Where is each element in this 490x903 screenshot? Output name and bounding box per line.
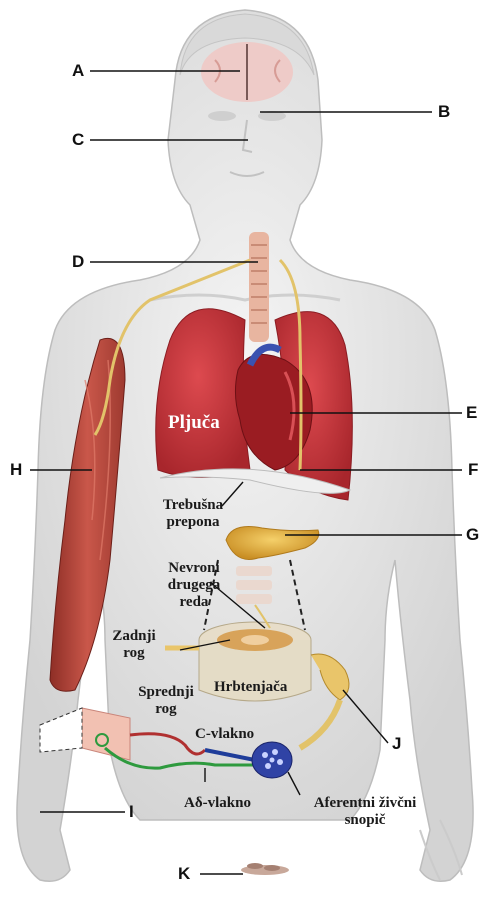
label-aferentni-snopic: Aferentni živčni snopič	[300, 795, 430, 829]
cell-cluster	[241, 863, 289, 875]
marker-d: D	[72, 252, 84, 272]
label-line: reda	[158, 594, 230, 611]
marker-f: F	[468, 460, 478, 480]
label-line: snopič	[300, 812, 430, 829]
marker-j: J	[392, 734, 401, 754]
marker-c: C	[72, 130, 84, 150]
label-c-vlakno: C-vlakno	[195, 726, 254, 743]
nerve-bundle	[252, 742, 292, 778]
marker-e: E	[466, 403, 477, 423]
label-line: Nevroni	[158, 560, 230, 577]
label-line: Zadnji	[104, 628, 164, 645]
marker-h: H	[10, 460, 22, 480]
marker-b: B	[438, 102, 450, 122]
label-sprednji-rog: Sprednji rog	[126, 684, 206, 718]
label-line: Aferentni živčni	[300, 795, 430, 812]
label-trebusna-prepona: Trebušna prepona	[148, 497, 238, 531]
label-pljuca: Pljuča	[168, 412, 220, 434]
marker-g: G	[466, 525, 479, 545]
label-zadnji-rog: Zadnji rog	[104, 628, 164, 662]
label-nevroni: Nevroni drugega reda	[158, 560, 230, 611]
trachea	[249, 232, 269, 342]
label-line: prepona	[148, 514, 238, 531]
label-line: Sprednji	[126, 684, 206, 701]
marker-i: I	[129, 802, 134, 822]
label-line: rog	[126, 701, 206, 718]
brain	[201, 42, 293, 102]
label-line: drugega	[158, 577, 230, 594]
label-line: rog	[104, 645, 164, 662]
marker-a: A	[72, 61, 84, 81]
label-line: Trebušna	[148, 497, 238, 514]
marker-k: K	[178, 864, 190, 884]
label-hrbtenjaca: Hrbtenjača	[214, 679, 287, 696]
label-a-delta-vlakno: Aδ-vlakno	[184, 795, 251, 812]
